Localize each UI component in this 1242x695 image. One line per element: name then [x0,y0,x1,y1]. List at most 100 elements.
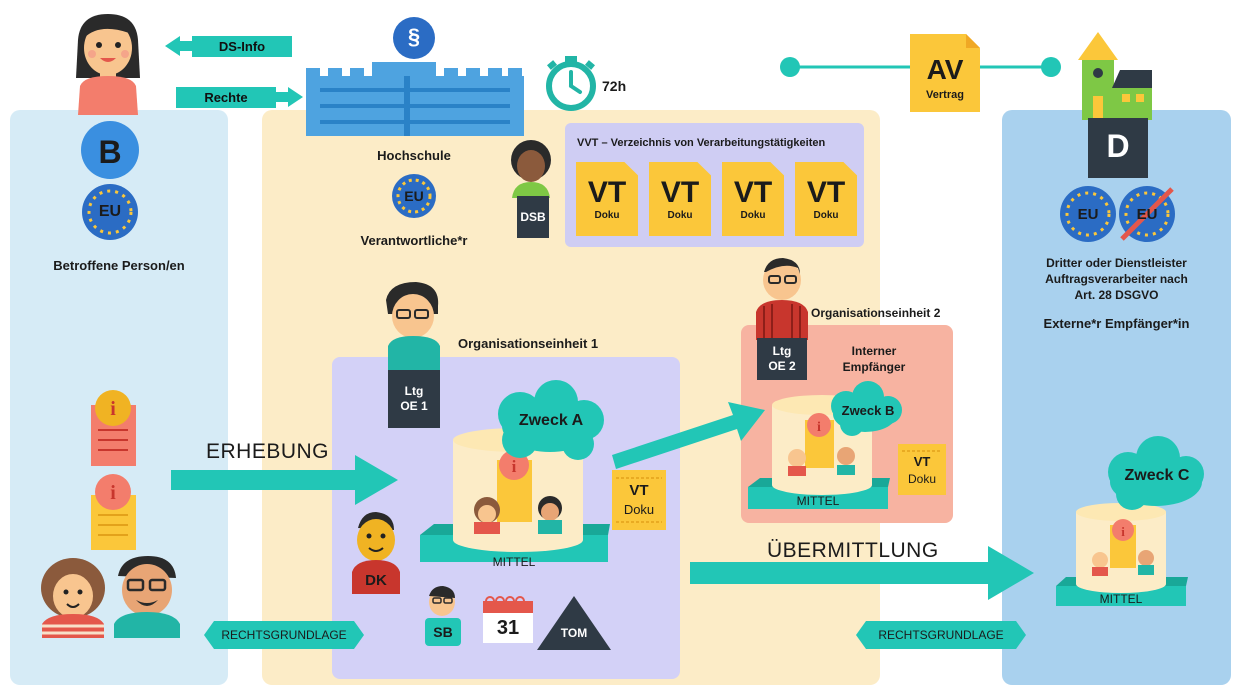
doku-label: Doku [813,209,839,221]
eu-crossed-label: EU [1136,206,1158,223]
legal-basis-right-ribbon: RECHTSGRUNDLAGE [856,621,1026,649]
av-vertrag-label: Vertrag [926,89,964,101]
third-party-line3: Art. 28 DSGVO [1074,288,1159,302]
controller-label: Verantwortliche*r [360,233,468,248]
ltg-oe1-person-icon [386,282,440,370]
vt-doku-card[interactable]: VT Doku [795,162,857,236]
mittel-oe2-label: MITTEL [796,494,840,508]
mittel-right-label: MITTEL [1099,592,1143,606]
third-party-label: Dritter oder Dienstleister Auftragsverar… [1004,255,1229,303]
third-party-line2: Auftragsverarbeiter nach [1045,272,1188,286]
info-document-red-icon: i [91,390,136,466]
av-label: AV [926,54,964,85]
stopwatch-icon [546,56,596,111]
calendar-day: 31 [496,617,520,639]
external-recipient-label: Externe*r Empfänger*in [1043,316,1190,331]
doku-label: Doku [740,209,766,221]
vt-oe2-label: VT [913,454,931,469]
ltg-oe1-badge: Ltg OE 1 [388,370,440,428]
ltg-oe1-line1: Ltg [404,384,424,398]
eu-label-right: EU [1077,206,1099,223]
svg-text:i: i [110,398,116,420]
av-document-icon [910,34,980,112]
mittel-oe1-label: MITTEL [492,555,536,569]
zweck-a-cloud-icon [498,380,604,460]
uebermittlung-arrow-icon [690,546,1034,600]
sb-label: SB [433,624,453,640]
ltg-oe2-line1: Ltg [772,344,792,358]
legal-basis-left-ribbon: RECHTSGRUNDLAGE [204,621,364,649]
org-unit-2-title: Organisationseinheit 2 [811,306,941,320]
av-connector-left-icon [780,57,800,77]
svg-text:i: i [512,457,517,476]
doku-label: Doku [594,209,620,221]
av-connector-right-icon [1041,57,1061,77]
eu-label-left: EU [98,203,122,220]
affected-persons-title: Betroffene Person/en [53,258,185,273]
ltg-oe2-line2: OE 2 [768,359,796,373]
dsb-label: DSB [520,210,546,224]
svg-text:i: i [1121,524,1125,539]
vt-doku-oe2-icon [898,444,946,495]
university-building-icon [306,62,524,136]
oe1-to-oe2-arrow-icon [612,402,765,469]
dsb-person-icon [511,140,551,238]
paragraph-icon [393,17,435,59]
dk-person-icon [352,512,400,594]
rechte-arrow-icon [276,87,303,107]
zweck-b-cloud-icon [831,381,902,436]
vt-label: VT [733,175,773,209]
vvt-title: VVT – Verzeichnis von Verarbeitungstätig… [577,137,826,149]
vvt-doc-list: VT Doku VT Doku VT Doku VT Doku [576,162,857,236]
internal-recipient-label: Interner Empfänger [826,343,922,375]
hochschule-label: Hochschule [377,148,451,163]
b-circle-icon [81,121,139,179]
company-building-icon [1078,32,1152,120]
vt-label: VT [806,175,846,209]
d-letter: D [1106,128,1130,164]
doku-oe2-label: Doku [907,472,936,486]
vt-doku-card[interactable]: VT Doku [576,162,638,236]
tom-triangle-icon [537,596,611,650]
tom-label: TOM [560,626,588,640]
woman-icon [76,14,140,115]
uebermittlung-label: ÜBERMITTLUNG [767,539,939,562]
ds-info-button[interactable]: DS-Info [192,36,292,57]
zweck-b-label: Zweck B [841,403,895,418]
dk-label: DK [365,572,387,589]
vt-label: VT [587,175,627,209]
mittel-right-cylinder-icon: i [1056,503,1188,606]
svg-text:i: i [110,482,116,504]
vt-doku-card[interactable]: VT Doku [649,162,711,236]
d-block-icon [1088,118,1148,178]
internal-recipient-line1: Interner [851,344,897,358]
vt-doku-oe1-icon [612,470,666,530]
vt-label: VT [660,175,700,209]
internal-recipient-line2: Empfänger [842,360,906,374]
doku-oe1-label: Doku [623,502,655,517]
sb-person-icon [425,586,461,646]
zweck-a-label: Zweck A [518,412,584,429]
ltg-oe2-person-icon [756,258,808,340]
deadline-72h: 72h [602,78,627,94]
ltg-oe1-line2: OE 1 [400,399,428,413]
ltg-oe2-badge: Ltg OE 2 [757,338,807,380]
ds-info-arrow-icon [165,36,192,56]
third-party-line1: Dritter oder Dienstleister [1046,256,1187,270]
vt-doku-card[interactable]: VT Doku [722,162,784,236]
zweck-c-cloud-icon [1108,436,1204,510]
doku-label: Doku [667,209,693,221]
erhebung-label: ERHEBUNG [206,440,330,463]
rechte-button[interactable]: Rechte [176,87,276,108]
vt-oe1-label: VT [629,482,649,499]
calendar-icon [483,596,533,643]
mittel-oe2-cylinder-icon: i [748,395,890,509]
org-unit-1-title: Organisationseinheit 1 [458,336,599,351]
info-document-yellow-icon: i [91,474,136,550]
b-letter: B [98,134,122,170]
two-persons-icon [41,556,180,638]
eu-label-center: EU [404,188,424,204]
svg-text:i: i [817,420,821,435]
zweck-c-label: Zweck C [1124,467,1190,484]
